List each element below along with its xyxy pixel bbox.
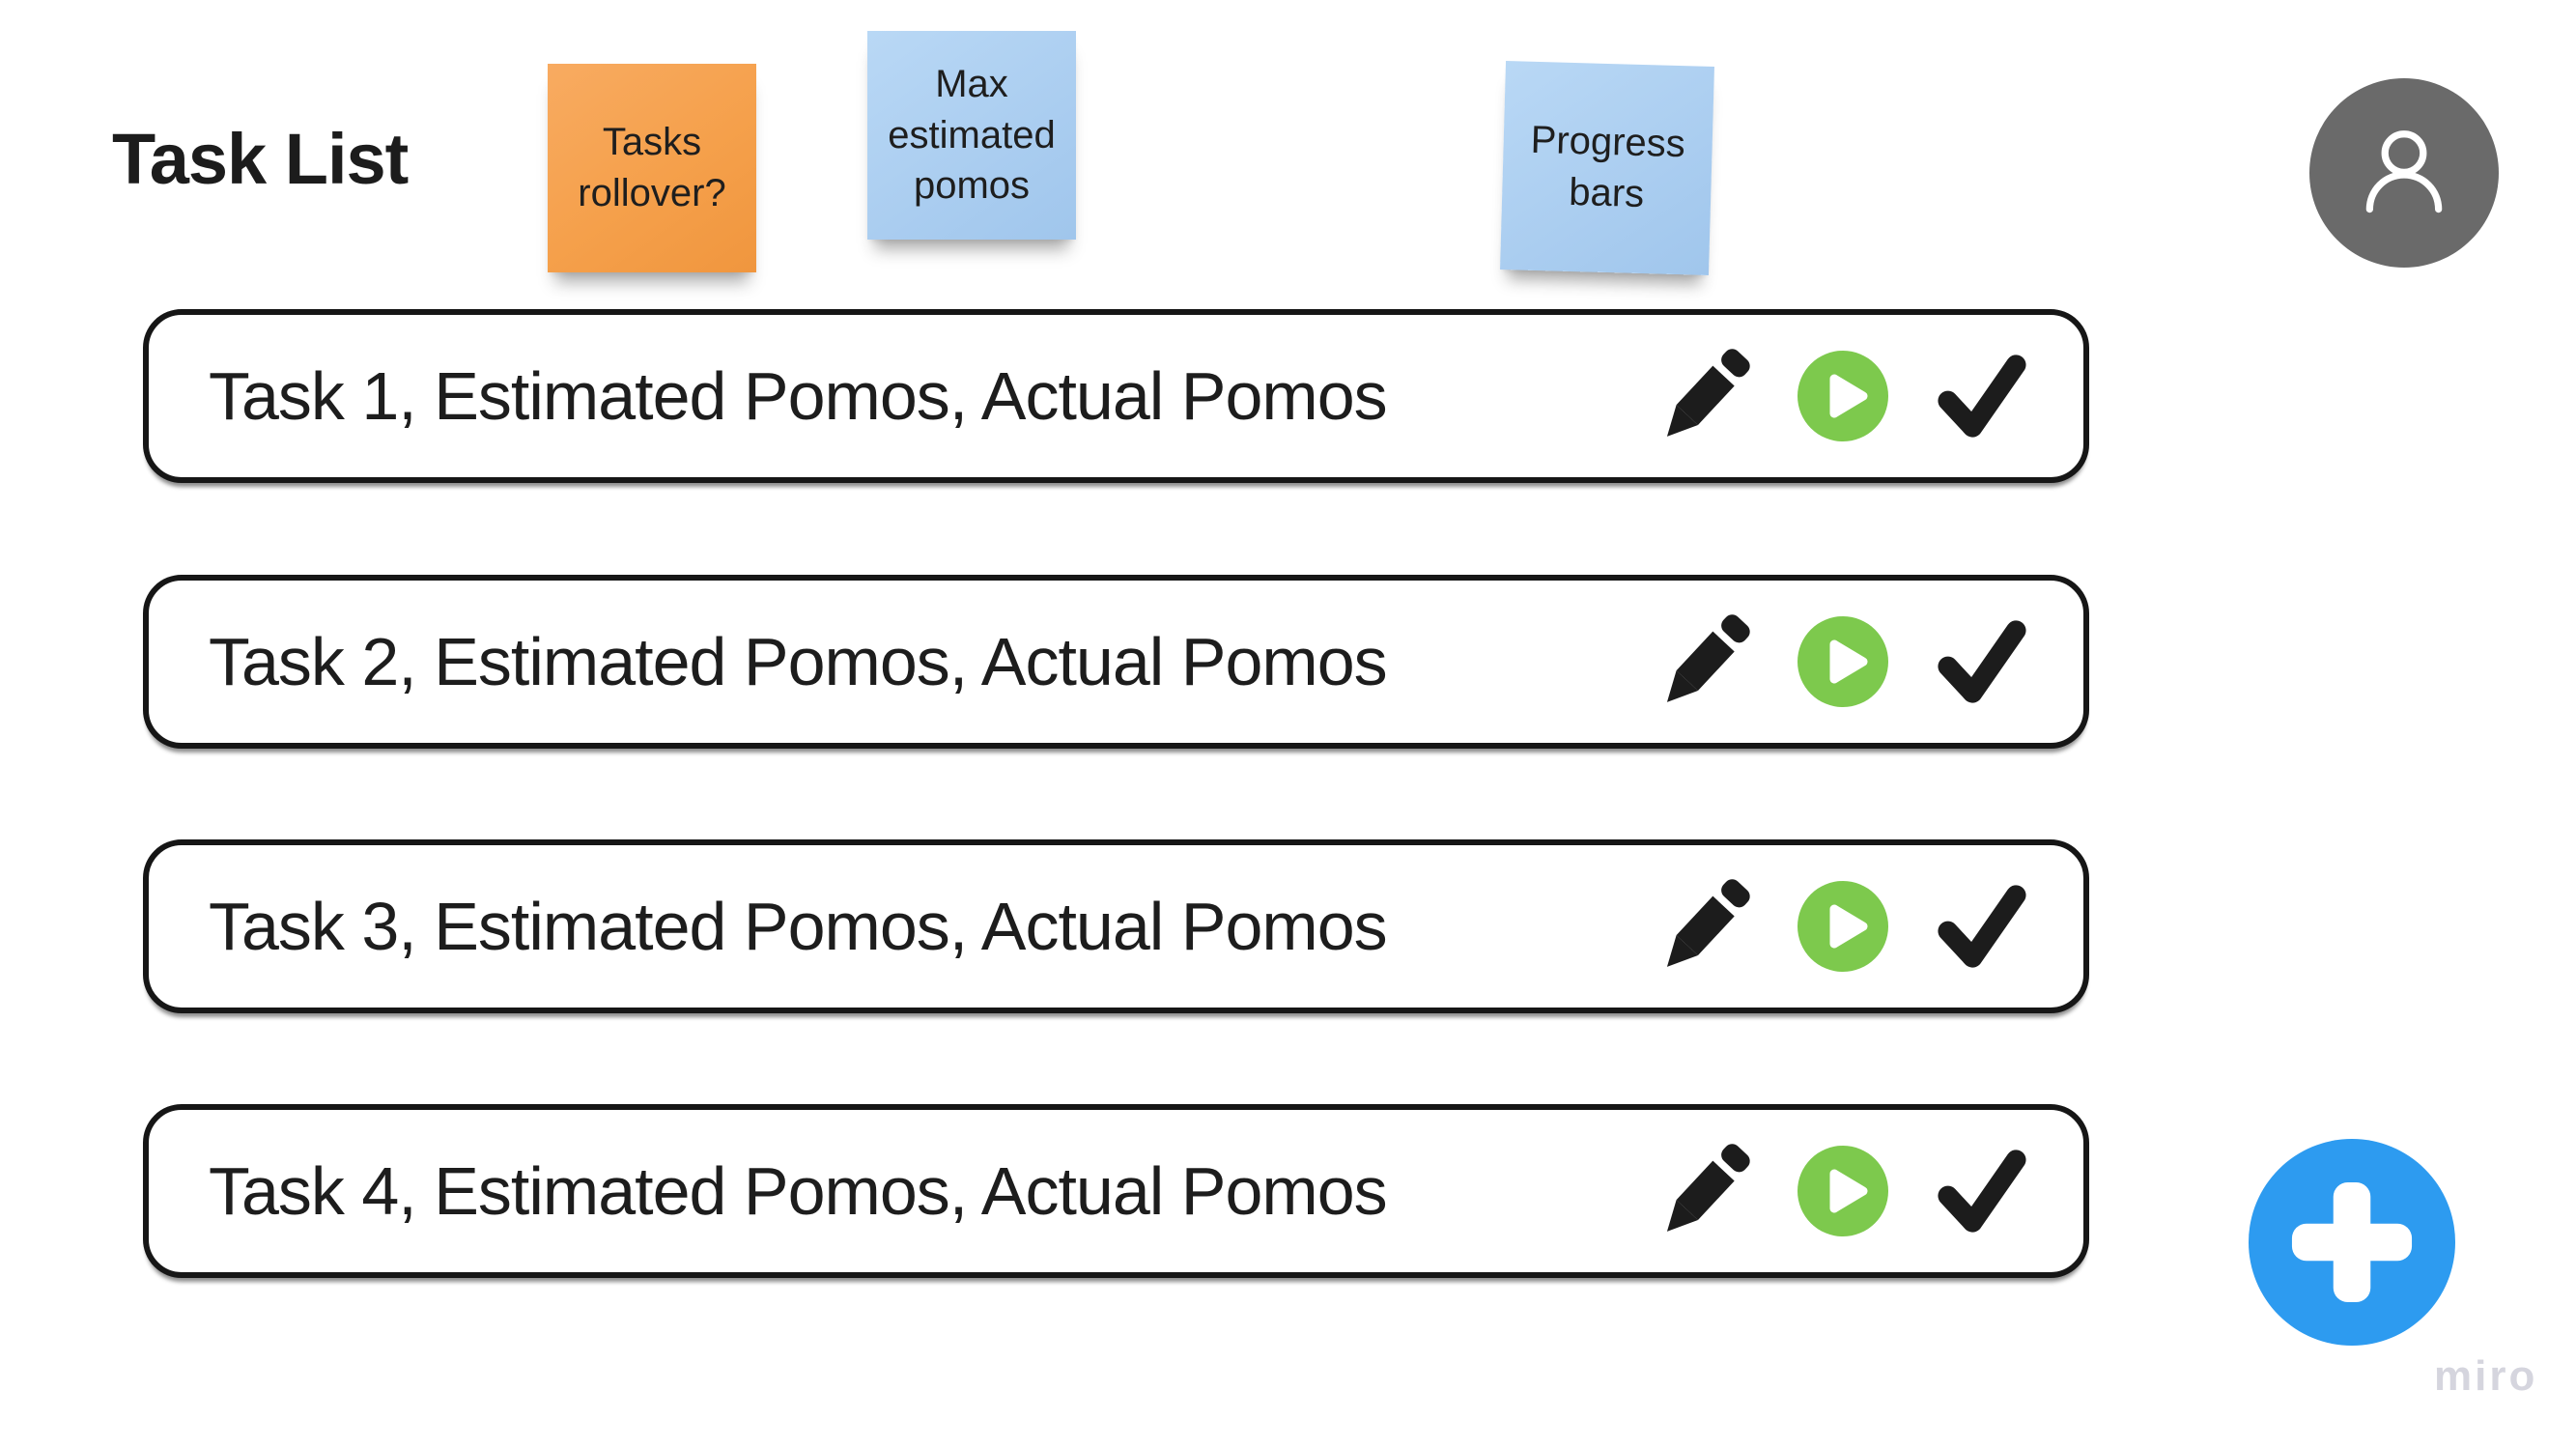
start-task-button[interactable] [1798, 881, 1888, 972]
sticky-note-text: Tasks rollover? [578, 121, 726, 214]
task-label: Task 3, Estimated Pomos, Actual Pomos [209, 889, 1388, 964]
task-row: Task 4, Estimated Pomos, Actual Pomos [143, 1104, 2089, 1278]
check-icon [1935, 1139, 2027, 1243]
task-actions [1658, 335, 2027, 457]
check-icon [1935, 610, 2027, 714]
sticky-note-progress-bars[interactable]: Progress bars [1500, 61, 1714, 275]
complete-task-button[interactable] [1935, 344, 2027, 448]
play-icon [1798, 351, 1888, 441]
check-icon [1935, 874, 2027, 979]
start-task-button[interactable] [1798, 1146, 1888, 1236]
task-label: Task 2, Estimated Pomos, Actual Pomos [209, 624, 1388, 699]
edit-task-button[interactable] [1658, 866, 1751, 987]
complete-task-button[interactable] [1935, 874, 2027, 979]
task-label: Task 1, Estimated Pomos, Actual Pomos [209, 358, 1388, 434]
miro-logo: miro [2434, 1352, 2538, 1400]
pencil-icon [1658, 335, 1751, 457]
task-row: Task 3, Estimated Pomos, Actual Pomos [143, 839, 2089, 1013]
sticky-note-max-estimated-pomos[interactable]: Max estimated pomos [867, 31, 1076, 240]
task-row: Task 1, Estimated Pomos, Actual Pomos [143, 309, 2089, 483]
play-icon [1798, 616, 1888, 707]
add-task-button[interactable] [2249, 1139, 2455, 1346]
task-row: Task 2, Estimated Pomos, Actual Pomos [143, 575, 2089, 749]
person-icon [2340, 107, 2468, 240]
pencil-icon [1658, 601, 1751, 723]
complete-task-button[interactable] [1935, 1139, 2027, 1243]
pencil-icon [1658, 1130, 1751, 1252]
play-icon [1798, 1146, 1888, 1236]
task-actions [1658, 1130, 2027, 1252]
play-icon [1798, 881, 1888, 972]
sticky-note-text: Progress bars [1530, 118, 1686, 216]
check-icon [1935, 344, 2027, 448]
profile-avatar-button[interactable] [2309, 78, 2499, 268]
start-task-button[interactable] [1798, 616, 1888, 707]
complete-task-button[interactable] [1935, 610, 2027, 714]
page-title: Task List [112, 119, 409, 199]
edit-task-button[interactable] [1658, 601, 1751, 723]
sticky-note-text: Max estimated pomos [888, 62, 1056, 208]
sticky-note-tasks-rollover[interactable]: Tasks rollover? [548, 64, 756, 272]
task-actions [1658, 601, 2027, 723]
start-task-button[interactable] [1798, 351, 1888, 441]
task-actions [1658, 866, 2027, 987]
plus-icon [2249, 1139, 2455, 1346]
pencil-icon [1658, 866, 1751, 987]
task-label: Task 4, Estimated Pomos, Actual Pomos [209, 1153, 1388, 1229]
edit-task-button[interactable] [1658, 1130, 1751, 1252]
edit-task-button[interactable] [1658, 335, 1751, 457]
